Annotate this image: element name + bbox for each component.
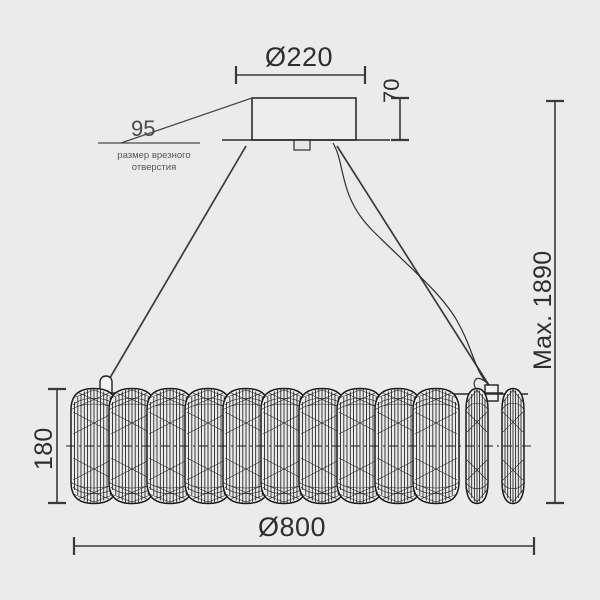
cutout-note-line-1: размер врезного: [117, 150, 191, 161]
dimension-label-cutout: 95: [131, 116, 156, 141]
dimension-label-canopy-height: 70: [379, 78, 404, 103]
dimension-canopy-diameter: [234, 66, 367, 84]
dimension-label-fixture-diameter: Ø800: [258, 512, 327, 542]
dimension-label-overall-height: Max. 1890: [529, 250, 557, 370]
cable-clamp-right: [480, 384, 503, 402]
dimension-canopy-height: [391, 96, 409, 142]
dimension-label-fixture-height: 180: [30, 427, 58, 470]
ceiling-canopy: [251, 97, 357, 151]
cutout-note: размер врезного отверстия: [94, 150, 214, 174]
cutout-note-line-2: отверстия: [131, 161, 177, 173]
dimension-fixture-diameter: [72, 537, 536, 555]
power-cord: [332, 142, 490, 395]
suspension-cable-right: [336, 145, 493, 391]
leader-cutout-95: [98, 97, 253, 144]
suspension-cable-left: [103, 145, 247, 389]
dimension-overall-height: [546, 99, 564, 505]
dimension-fixture-height: [48, 387, 66, 505]
dimension-label-canopy-diameter: Ø220: [265, 42, 334, 72]
